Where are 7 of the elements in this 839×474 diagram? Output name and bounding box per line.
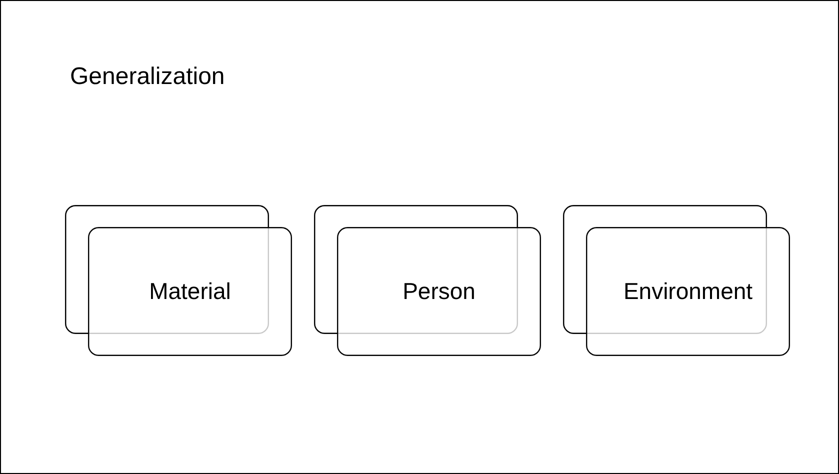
stacked-cards-drawing: [65, 205, 292, 356]
card-label: Material: [149, 278, 231, 305]
diagram-title: Generalization: [70, 63, 225, 91]
card-label: Person: [402, 278, 476, 305]
stacked-cards-drawing: [314, 205, 541, 356]
stacked-cards-drawing: [563, 205, 790, 356]
card-label: Environment: [623, 278, 753, 305]
